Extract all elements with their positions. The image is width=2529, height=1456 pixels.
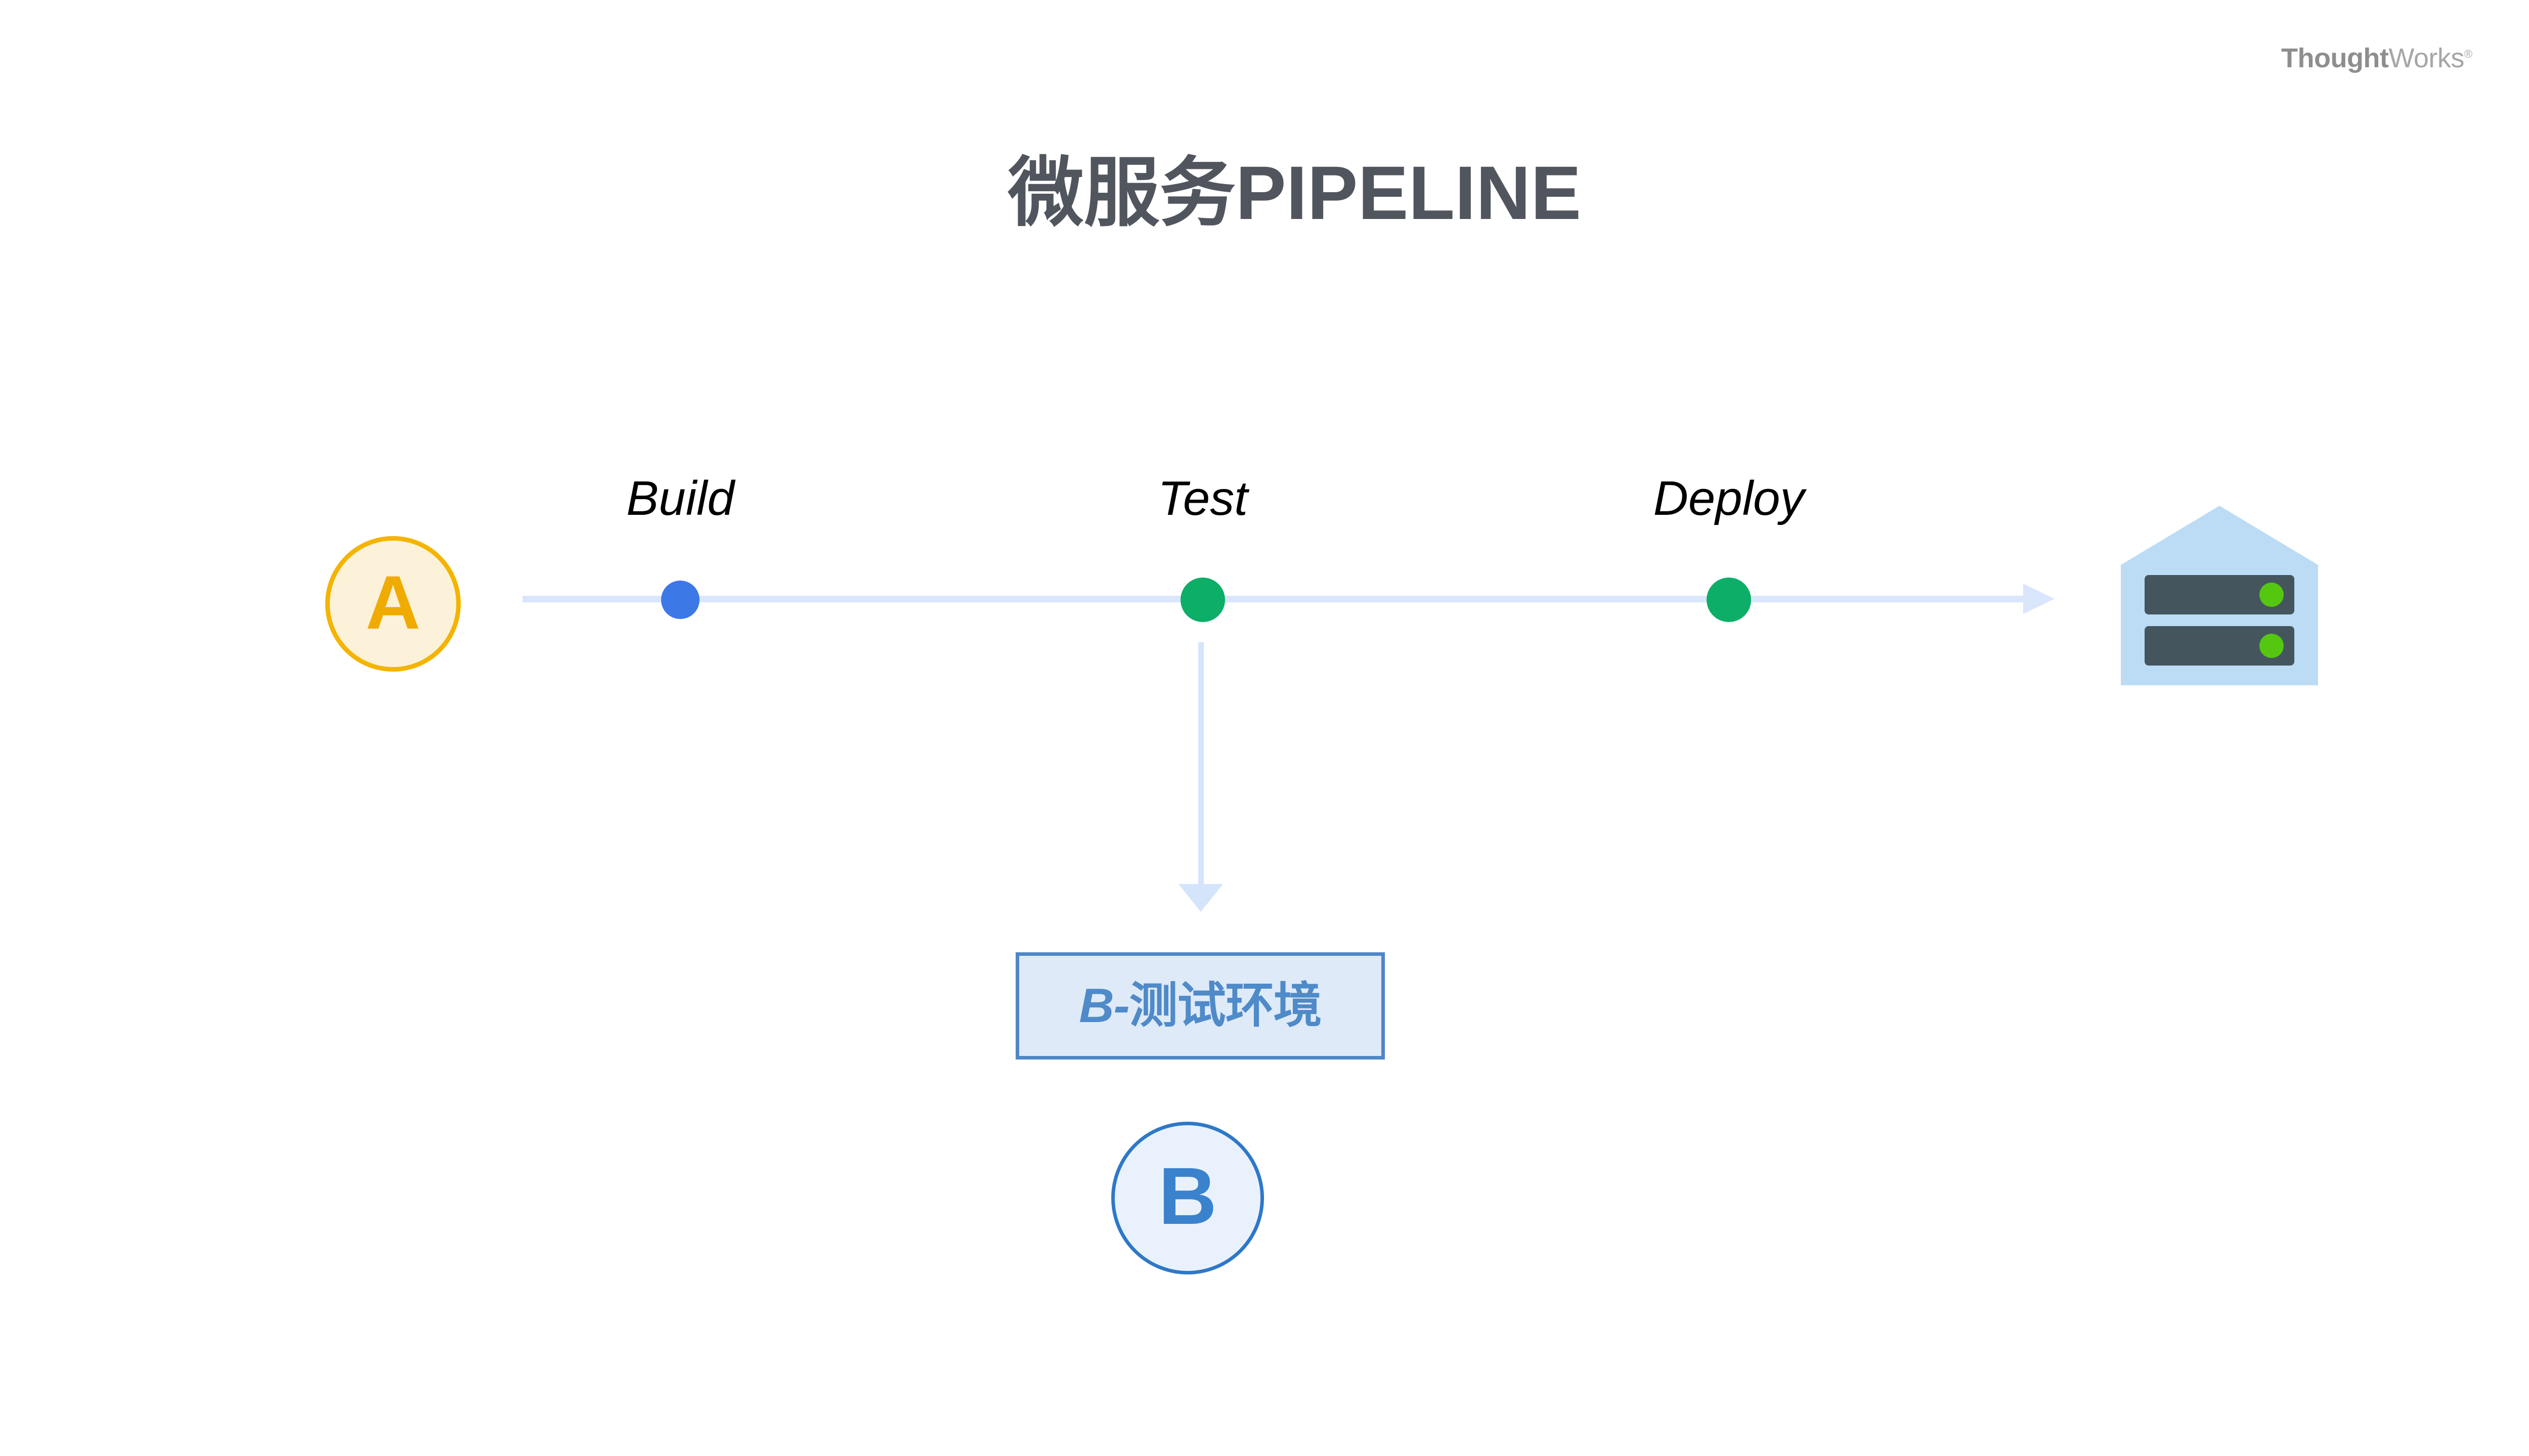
source-node-a[interactable]: A [325,536,461,672]
server-icon-svg [2121,506,2318,685]
pipeline-stage-dot-deploy[interactable] [1707,578,1751,622]
branch-arrow-shaft [1198,642,1204,885]
pipeline-arrow-icon [2023,584,2055,614]
branch-node-b[interactable]: B [1111,1122,1264,1274]
source-node-a-letter: A [365,560,421,645]
pipeline-stage-label-deploy: Deploy [1653,471,1805,525]
branch-arrow-down-icon [1179,884,1223,912]
pipeline-stage-dot-build[interactable] [661,581,700,619]
server-led-2 [2259,634,2284,658]
server-rack-1 [2145,575,2294,614]
logo-bold-part: Thought [2281,43,2389,73]
page-title: 微服务PIPELINE [1008,150,1582,235]
pipeline-stage-label-test: Test [1158,471,1248,525]
logo-light-part: Works [2388,43,2464,73]
pipeline-track [522,596,2025,602]
pipeline-stage-label-build: Build [626,471,734,525]
pipeline-stage-dot-test[interactable] [1181,578,1225,622]
test-environment-box[interactable]: B-测试环境 [1016,952,1385,1060]
environment-name: 测试环境 [1129,979,1322,1033]
server-led-1 [2259,583,2284,607]
server-rack-2 [2145,626,2294,666]
test-environment-label: B-测试环境 [1079,979,1322,1033]
branch-node-b-letter: B [1158,1151,1217,1241]
thoughtworks-logo: ThoughtWorks® [2281,45,2472,72]
trademark-symbol: ® [2464,48,2472,60]
server-icon [2118,503,2321,688]
environment-prefix: B- [1079,979,1129,1033]
